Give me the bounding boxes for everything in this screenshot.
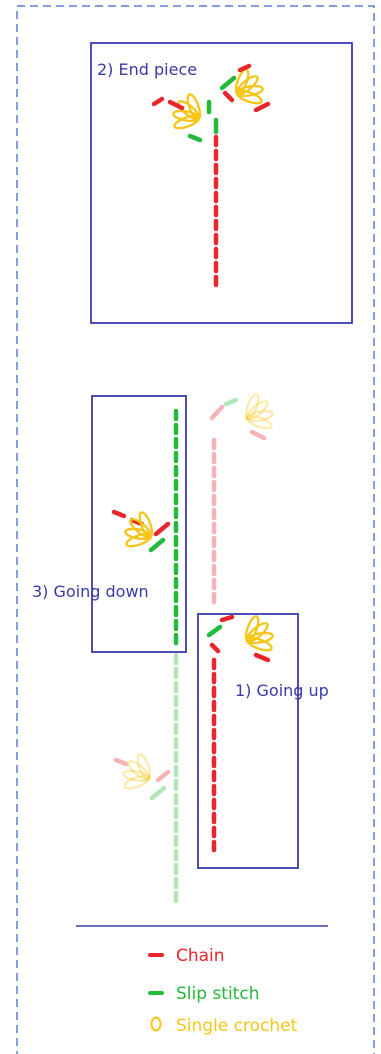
single-crochet-stitch [173, 114, 201, 130]
end-piece-box [90, 42, 353, 324]
highlighted-stitches [111, 63, 274, 853]
single-crochet-stitch [125, 532, 153, 548]
legend-label-single-crochet: Single crochet [176, 1016, 298, 1036]
chain-stitch [237, 63, 252, 73]
going-up-label: 1) Going up [235, 681, 329, 700]
chain-stitch [113, 757, 129, 767]
going-down-label: 3) Going down [32, 582, 149, 601]
slip-stitch [223, 397, 239, 407]
legend: Chain Slip stitch Single crochet [148, 946, 298, 1036]
single-crochet-stitch [245, 636, 273, 652]
going-down-box [91, 395, 187, 653]
slip-stitch [187, 133, 203, 143]
chain-stitch [155, 769, 171, 783]
chain-stitch [167, 99, 185, 111]
outer-frame [16, 5, 375, 1054]
single-crochet-symbol [150, 1016, 162, 1032]
slip-stitch [219, 75, 237, 91]
legend-label-slip-stitch: Slip stitch [176, 984, 259, 1004]
chain-stitch [253, 652, 271, 663]
single-crochet-stitch [122, 769, 151, 783]
slip-stitch [149, 785, 167, 801]
faded-stitches [113, 393, 274, 904]
chain-stitch [249, 429, 267, 441]
single-crochet-stitch [244, 393, 260, 421]
single-crochet-stitch [245, 409, 274, 423]
legend-label-chain: Chain [176, 946, 225, 966]
single-crochet-stitch [136, 753, 152, 781]
single-crochet-stitch [235, 89, 263, 105]
single-crochet-stitch [245, 414, 273, 430]
slip-stitch [148, 537, 166, 553]
single-crochet-stitch [127, 760, 151, 781]
chain-stitch [222, 90, 235, 103]
chain-stitch [219, 614, 235, 623]
chain-stitch [253, 101, 271, 113]
going-up-box [197, 613, 299, 869]
chain-stitch [209, 404, 225, 421]
chain-stitch [111, 509, 127, 519]
chain-stitch [153, 521, 171, 537]
single-crochet-stitch [245, 400, 269, 421]
chain-stitch [151, 96, 165, 107]
end-piece-label: 2) End piece [97, 60, 197, 79]
single-crochet-stitch [123, 774, 151, 790]
chain-stitch [209, 642, 221, 654]
slip-stitch [206, 624, 223, 638]
